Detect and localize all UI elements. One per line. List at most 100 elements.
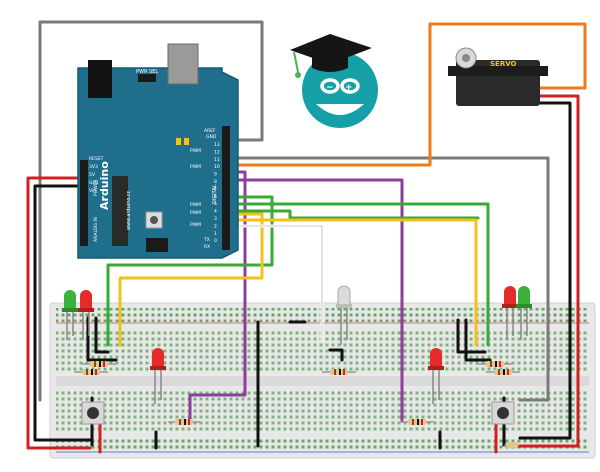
gnd2-label: Gnd (89, 180, 98, 186)
arduino-board: Arduino www.arduino.cc PWR SEL AREF GND … (77, 43, 239, 259)
led-red-center-left (150, 348, 166, 404)
wire-red-servo (510, 94, 580, 448)
pin-number-0: 0 (214, 238, 217, 244)
pwm-label-3: PWM (190, 202, 201, 208)
center-channel (56, 376, 589, 386)
resistor-5 (400, 419, 434, 425)
led-red-center-right (428, 348, 444, 404)
servo-label: SERVO (490, 60, 517, 68)
board-led-2 (184, 138, 189, 145)
microcontroller-chip (112, 176, 128, 246)
led-red-left (78, 290, 94, 340)
rx-label: RX (204, 244, 210, 250)
wire-red-5v (26, 176, 92, 450)
led-red-right (502, 286, 518, 340)
usb-port (167, 43, 199, 85)
gnd-label: GND (206, 134, 217, 140)
resistor-8 (504, 442, 520, 448)
pwr-sel-jumper (138, 74, 156, 82)
power-label: POWER (93, 179, 99, 196)
graduation-cap-top (290, 34, 372, 64)
servo-motor: SERVO (448, 47, 548, 106)
graduation-cap-tassel-end (295, 72, 301, 78)
jumper-black-white-led (328, 348, 344, 362)
wire-green-1 (106, 195, 274, 347)
push-button-right (491, 401, 515, 425)
graduation-cap-base (312, 56, 348, 72)
pwm-label-5: PWM (190, 222, 201, 228)
logo-minus: − (326, 83, 334, 93)
pin-number-1: 1 (214, 231, 217, 237)
wire-black-gnd (33, 184, 92, 442)
jumper-black-right-1 (456, 318, 487, 354)
resistors (74, 361, 520, 448)
servo-horn-center (462, 54, 470, 62)
servo-mount (448, 66, 548, 76)
reset-label: RESET (89, 156, 104, 162)
resistor-3 (168, 419, 200, 425)
wire-black-servo (518, 101, 572, 440)
pin-number-2: 2 (214, 223, 217, 229)
wire-yellow-2 (226, 218, 478, 347)
wire-purple-2 (226, 178, 404, 422)
pwr-sel-label: PWR SEL (136, 69, 158, 75)
push-button-left (81, 401, 105, 425)
logo-smile (316, 104, 364, 115)
wire-gray-right (226, 156, 550, 402)
wire-green-2 (226, 202, 490, 347)
pin-number-13: 13 (214, 142, 220, 148)
pin-number-11: 11 (214, 157, 220, 163)
resistor-1 (74, 369, 108, 375)
wire-purple-1 (188, 170, 247, 422)
power-jack (88, 60, 112, 98)
pwm-label-2: PWM (190, 164, 201, 170)
pin-number-8: 8 (214, 179, 217, 185)
pin-number-4: 4 (214, 209, 217, 215)
push-buttons (81, 401, 515, 425)
pwm-label-4: PWM (190, 210, 201, 216)
jumper-black-left-2 (86, 316, 118, 362)
analog-in-label: ANALOG IN (93, 217, 99, 242)
pin-number-9: 9 (214, 172, 217, 178)
pin-number-10: 10 (214, 164, 220, 170)
tx-label: TX (203, 237, 210, 243)
arduino-site-label: www.arduino.cc (126, 190, 132, 230)
arduino-brand-label: Arduino (98, 161, 111, 210)
wires (26, 20, 587, 454)
led-white-center (336, 285, 352, 345)
digital-label: DIGITAL (212, 184, 218, 204)
vin-label: Vin (89, 188, 96, 194)
resistor-6 (478, 361, 512, 367)
pin-number-7: 7 (214, 186, 217, 192)
digital-header (222, 126, 230, 250)
graduation-cap-tassel (293, 51, 299, 73)
logo-plus: + (345, 83, 353, 93)
pwm-label-1: PWM (190, 148, 201, 154)
wire-white-outline (227, 225, 323, 341)
pin-number-6: 6 (214, 194, 217, 200)
wire-gray-loop (38, 20, 264, 402)
pin-number-12: 12 (214, 149, 220, 155)
icsp-header (146, 238, 168, 252)
wire-green-3 (226, 209, 480, 220)
pin-number-3: 3 (214, 216, 217, 222)
wire-yellow-1 (118, 212, 264, 347)
jumper-black-left-1 (94, 316, 110, 354)
logo-infinity (320, 78, 360, 94)
v5-label: 5V (89, 172, 96, 178)
v33-label: 3V3 (89, 164, 98, 170)
reset-button-cap (150, 216, 158, 224)
resistor-7 (486, 369, 520, 375)
led-green-right (516, 286, 532, 340)
board-led-1 (176, 138, 181, 145)
power-rail-bottom (56, 437, 589, 451)
led-green-left (62, 290, 78, 340)
jumper-black-right-2 (464, 318, 492, 362)
wire-orange-servo (226, 22, 587, 167)
resistor-4 (322, 369, 356, 375)
pin-number-5: 5 (214, 201, 217, 207)
power-analog-header (80, 160, 88, 246)
